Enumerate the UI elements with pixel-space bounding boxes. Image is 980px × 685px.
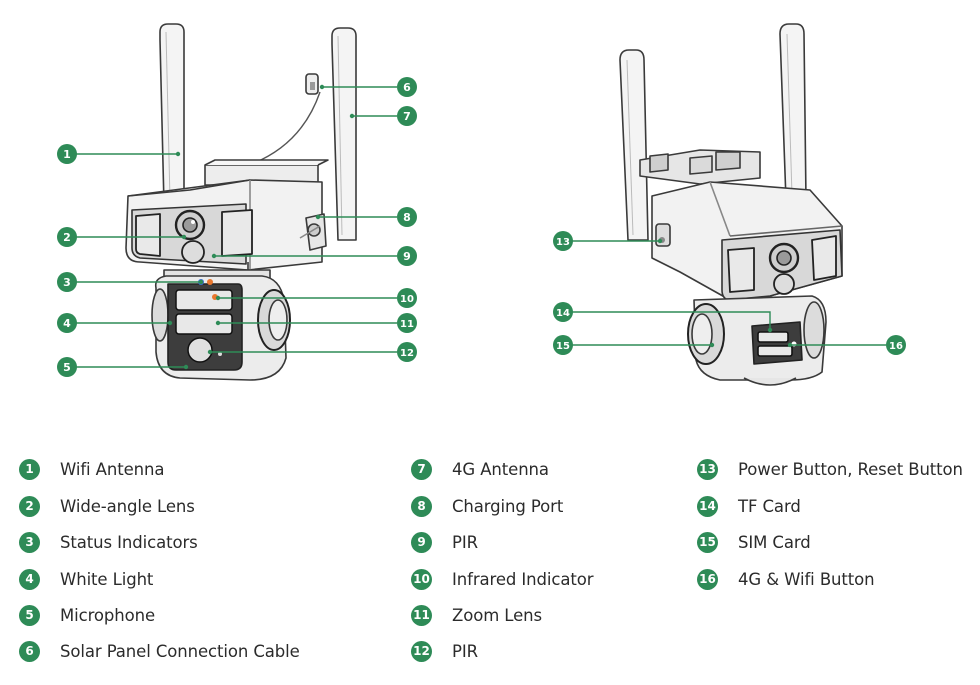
callout-16: 16 xyxy=(886,335,906,355)
svg-text:7: 7 xyxy=(403,110,411,123)
legend-badge: 9 xyxy=(411,531,432,553)
svg-text:8: 8 xyxy=(403,211,411,224)
legend-badge: 3 xyxy=(19,531,40,553)
callout-13: 13 xyxy=(553,231,573,251)
callout-8: 8 xyxy=(397,207,417,227)
legend-badge: 6 xyxy=(19,640,40,662)
legend-badge: 5 xyxy=(19,604,40,626)
legend-badge: 7 xyxy=(411,458,432,480)
legend-item-15: 15 SIM Card xyxy=(697,530,811,554)
legend-item-1: 1 Wifi Antenna xyxy=(19,457,164,481)
svg-text:10: 10 xyxy=(400,294,414,305)
legend-label: PIR xyxy=(452,641,478,661)
legend-label: 4G Antenna xyxy=(452,459,549,479)
legend-item-9: 9 PIR xyxy=(411,530,478,554)
svg-text:15: 15 xyxy=(556,341,570,352)
callout-1: 1 xyxy=(57,144,77,164)
svg-text:3: 3 xyxy=(63,276,71,289)
leader-lines xyxy=(76,86,886,368)
legend-item-14: 14 TF Card xyxy=(697,494,801,518)
callout-15: 15 xyxy=(553,335,573,355)
callout-3: 3 xyxy=(57,272,77,292)
legend-label: Wide-angle Lens xyxy=(60,496,195,516)
legend-badge: 2 xyxy=(19,495,40,517)
callout-4: 4 xyxy=(57,313,77,333)
svg-text:6: 6 xyxy=(403,81,411,94)
legend-badge: 16 xyxy=(697,568,718,590)
legend-badge: 13 xyxy=(697,458,718,480)
legend-item-8: 8 Charging Port xyxy=(411,494,563,518)
legend-label: Charging Port xyxy=(452,496,564,516)
svg-text:1: 1 xyxy=(63,148,71,161)
legend-item-10: 10 Infrared Indicator xyxy=(411,567,594,591)
legend-item-13: 13 Power Button, Reset Button xyxy=(697,457,963,481)
svg-text:5: 5 xyxy=(63,361,71,374)
legend-item-3: 3 Status Indicators xyxy=(19,530,198,554)
legend-label: Microphone xyxy=(60,605,156,625)
callout-5: 5 xyxy=(57,357,77,377)
legend-badge: 10 xyxy=(411,568,432,590)
legend-badge: 15 xyxy=(697,531,718,553)
front-camera-illustration xyxy=(125,23,357,381)
legend-item-7: 7 4G Antenna xyxy=(411,457,549,481)
legend-item-16: 16 4G & Wifi Button xyxy=(697,567,875,591)
back-camera-illustration xyxy=(619,23,843,386)
svg-text:11: 11 xyxy=(400,319,414,330)
legend-badge: 8 xyxy=(411,495,432,517)
leader-14 xyxy=(572,311,771,330)
legend-badge: 4 xyxy=(19,568,40,590)
callout-12: 12 xyxy=(397,342,417,362)
legend-badge: 14 xyxy=(697,495,718,517)
callout-2: 2 xyxy=(57,227,77,247)
callout-11: 11 xyxy=(397,313,417,333)
legend-item-12: 12 PIR xyxy=(411,639,478,663)
callout-6: 6 xyxy=(397,77,417,97)
legend-badge: 12 xyxy=(411,640,432,662)
legend-label: Solar Panel Connection Cable xyxy=(60,641,300,661)
callout-badges: 1 2 3 4 5 6 7 8 9 10 11 12 13 14 15 16 xyxy=(57,77,906,377)
svg-text:14: 14 xyxy=(556,308,570,319)
legend-item-11: 11 Zoom Lens xyxy=(411,603,542,627)
legend-label: PIR xyxy=(452,532,478,552)
legend-item-6: 6 Solar Panel Connection Cable xyxy=(19,639,300,663)
legend-item-5: 5 Microphone xyxy=(19,603,155,627)
svg-text:12: 12 xyxy=(400,348,414,359)
callout-14: 14 xyxy=(553,302,573,322)
callout-10: 10 xyxy=(397,288,417,308)
legend-item-2: 2 Wide-angle Lens xyxy=(19,494,195,518)
callout-9: 9 xyxy=(397,246,417,266)
legend-label: Zoom Lens xyxy=(452,605,543,625)
leader-endpoints xyxy=(167,84,793,370)
legend-item-4: 4 White Light xyxy=(19,567,153,591)
legend-label: SIM Card xyxy=(738,532,811,552)
legend-label: Infrared Indicator xyxy=(452,569,594,589)
legend-badge: 1 xyxy=(19,458,40,480)
svg-text:13: 13 xyxy=(556,237,570,248)
svg-text:2: 2 xyxy=(63,231,71,244)
callout-7: 7 xyxy=(397,106,417,126)
legend-label: Status Indicators xyxy=(60,532,198,552)
legend-label: TF Card xyxy=(738,496,801,516)
legend-badge: 11 xyxy=(411,604,432,626)
legend-label: Power Button, Reset Button xyxy=(738,459,963,479)
svg-text:9: 9 xyxy=(403,250,411,263)
legend-label: White Light xyxy=(60,569,154,589)
svg-text:16: 16 xyxy=(889,341,903,352)
svg-text:4: 4 xyxy=(63,317,71,330)
legend-label: Wifi Antenna xyxy=(60,459,165,479)
legend-label: 4G & Wifi Button xyxy=(738,569,875,589)
